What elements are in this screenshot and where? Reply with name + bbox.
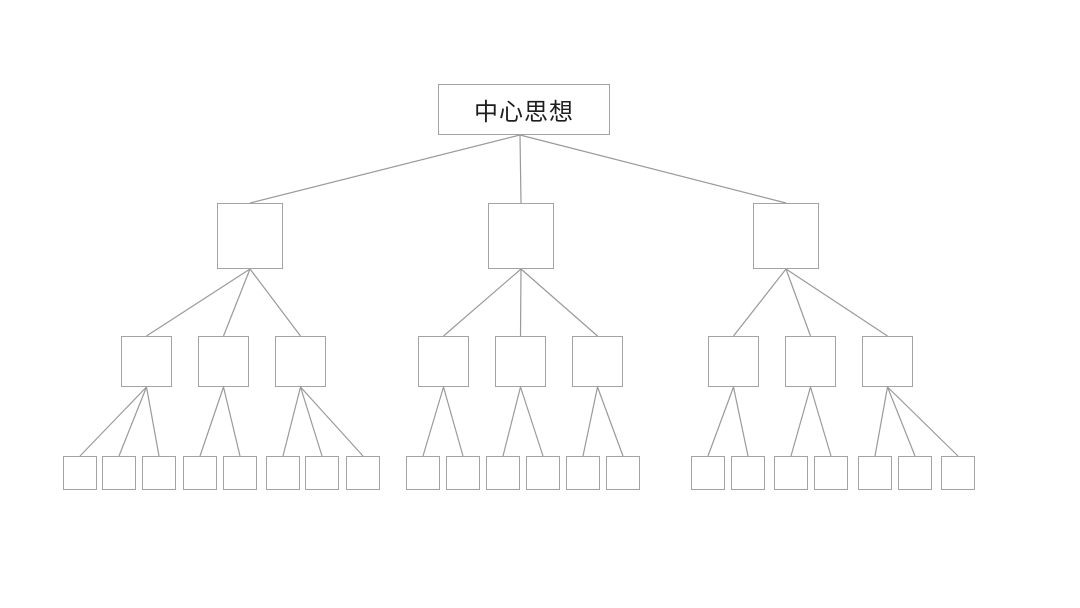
connector-level2-to-level3 [300, 386, 364, 457]
connector-level2-to-level3 [874, 386, 889, 457]
level3-node [486, 456, 520, 490]
connector-level1-to-level2 [733, 268, 787, 337]
level2-node [708, 336, 759, 387]
level3-node [731, 456, 765, 490]
level2-node [862, 336, 913, 387]
connector-level1-to-level2 [146, 268, 251, 337]
connector-level2-to-level3 [790, 386, 812, 457]
connector-level2-to-level3 [442, 386, 464, 457]
connector-level2-to-level3 [199, 386, 225, 457]
connector-level1-to-level2 [443, 268, 522, 337]
connector-root-to-level1 [519, 134, 787, 204]
level1-node [488, 203, 554, 269]
connector-level2-to-level3 [282, 386, 302, 457]
level3-node [63, 456, 97, 490]
level3-node [814, 456, 848, 490]
level3-node [142, 456, 176, 490]
connector-level1-to-level2 [519, 268, 522, 337]
connector-level2-to-level3 [502, 386, 522, 457]
connector-root-to-level1 [519, 134, 522, 204]
level3-node [183, 456, 217, 490]
connector-level2-to-level3 [299, 386, 323, 457]
level3-node [566, 456, 600, 490]
connector-level2-to-level3 [887, 386, 959, 457]
connector-level2-to-level3 [809, 386, 832, 457]
connector-level2-to-level3 [79, 386, 147, 457]
level3-node [606, 456, 640, 490]
root-label: 中心思想 [474, 98, 574, 126]
level2-node [572, 336, 623, 387]
connector-level1-to-level2 [222, 268, 251, 337]
level3-node [858, 456, 892, 490]
level2-node [785, 336, 836, 387]
root-node: 中心思想 [438, 84, 610, 135]
connector-root-to-level1 [249, 134, 521, 204]
connector-level2-to-level3 [886, 386, 916, 457]
connector-level2-to-level3 [422, 386, 445, 457]
level1-node [217, 203, 283, 269]
connector-level2-to-level3 [118, 386, 148, 457]
connector-level2-to-level3 [145, 386, 160, 457]
level3-node [774, 456, 808, 490]
level3-node [305, 456, 339, 490]
connector-level2-to-level3 [707, 386, 735, 457]
connector-level2-to-level3 [222, 386, 241, 457]
connector-level2-to-level3 [732, 386, 749, 457]
connector-level1-to-level2 [785, 268, 812, 337]
level3-node [102, 456, 136, 490]
level3-node [941, 456, 975, 490]
level2-node [495, 336, 546, 387]
level3-node [446, 456, 480, 490]
level3-node [406, 456, 440, 490]
level2-node [198, 336, 249, 387]
level3-node [526, 456, 560, 490]
connector-level2-to-level3 [582, 386, 599, 457]
connector-level1-to-level2 [249, 268, 301, 337]
level2-node [121, 336, 172, 387]
connector-level2-to-level3 [596, 386, 624, 457]
connector-level2-to-level3 [519, 386, 544, 457]
connector-level1-to-level2 [520, 268, 598, 337]
level3-node [266, 456, 300, 490]
level2-node [418, 336, 469, 387]
level3-node [898, 456, 932, 490]
level3-node [223, 456, 257, 490]
level3-node [691, 456, 725, 490]
connector-level1-to-level2 [785, 268, 888, 337]
level2-node [275, 336, 326, 387]
level1-node [753, 203, 819, 269]
level3-node [346, 456, 380, 490]
